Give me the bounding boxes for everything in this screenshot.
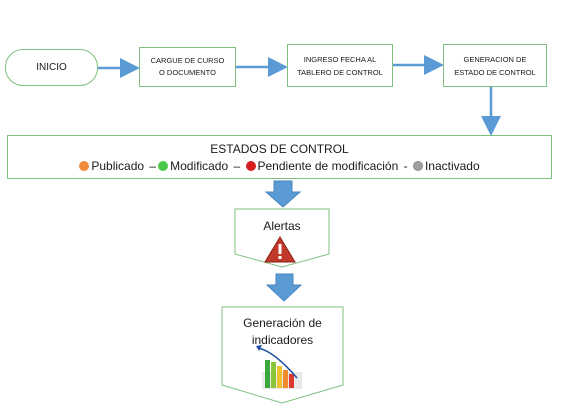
indicadores-shape — [221, 306, 344, 404]
block-arrow-alertas-indicadores — [265, 273, 303, 302]
node-cargue-line2: O DOCUMENTO — [159, 68, 216, 77]
node-inicio: INICIO — [5, 49, 98, 86]
bar-5 — [289, 374, 294, 388]
bar-4 — [283, 370, 288, 388]
node-inicio-label: INICIO — [36, 62, 67, 73]
trend-line — [257, 347, 298, 379]
indicadores-line1: Generación de — [243, 316, 322, 330]
legend-separator: – — [149, 159, 157, 173]
status-dot-green-icon — [158, 161, 169, 171]
node-generacion-line1: GENERACION DE — [463, 54, 527, 64]
node-generacion-line2: ESTADO DE CONTROL — [454, 67, 536, 77]
legend-modificado: Modificado — [170, 159, 229, 173]
indicadores-label: Generación de indicadores — [222, 315, 343, 349]
bar-chart-icon — [256, 345, 302, 389]
status-dot-orange-icon — [79, 161, 90, 171]
legend-separator: - — [403, 159, 408, 173]
node-ingreso-line1: INGRESO FECHA AL — [303, 54, 377, 64]
legend-inactivado: Inactivado — [424, 159, 480, 173]
estados-title: ESTADOS DE CONTROL — [210, 142, 349, 156]
warning-icon — [264, 236, 296, 263]
legend-publicado: Publicado — [91, 159, 145, 173]
bar-1 — [265, 360, 270, 388]
alertas-label: Alertas — [263, 219, 301, 233]
node-ingreso-line2: TABLERO DE CONTROL — [297, 67, 383, 77]
block-arrow-estados-alertas — [264, 180, 302, 208]
bar-2 — [271, 362, 276, 388]
estados-legend: Publicado –Modificado – Pendiente de mod… — [8, 159, 551, 173]
legend-separator: – — [233, 159, 241, 173]
node-cargue-line1: CARGUE DE CURSO — [150, 56, 225, 65]
legend-pendiente: Pendiente de modificación — [257, 159, 399, 173]
node-cargue-curso: CARGUE DE CURSO O DOCUMENTO — [139, 47, 236, 87]
bar-3 — [277, 366, 282, 388]
node-generacion-estado: GENERACION DE ESTADO DE CONTROL — [443, 44, 547, 87]
status-dot-gray-icon — [412, 161, 423, 171]
status-dot-red-icon — [245, 161, 256, 171]
indicadores-line2: indicadores — [251, 333, 314, 347]
node-ingreso-fecha: INGRESO FECHA AL TABLERO DE CONTROL — [287, 44, 393, 87]
alertas-shape — [234, 208, 330, 268]
estados-de-control-box: ESTADOS DE CONTROL Publicado –Modificado… — [7, 135, 552, 179]
